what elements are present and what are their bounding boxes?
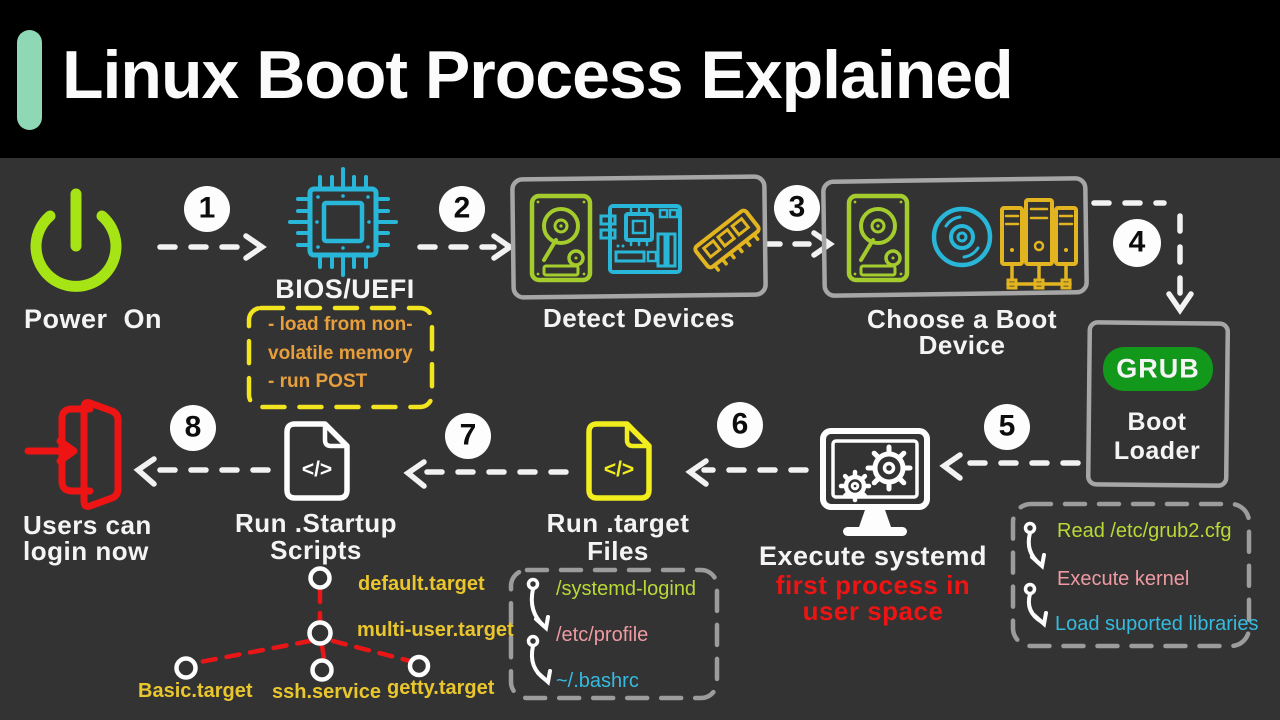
arrow-step-7	[403, 459, 569, 489]
grub-badge: GRUB	[1116, 353, 1200, 384]
step-4-number: 4	[1128, 225, 1146, 259]
step-7-circle	[445, 413, 491, 459]
arrow-step-4	[1091, 200, 1194, 315]
tree-label-ssh-service: ssh.service	[272, 681, 381, 703]
systemd-sub-label-1: first process in	[775, 570, 971, 600]
arrow-step-8	[133, 456, 271, 487]
step-3-number: 3	[788, 190, 806, 224]
run-target-label-1: Run .target	[546, 508, 690, 538]
tree-node	[310, 658, 334, 682]
step-5-circle	[984, 404, 1030, 450]
step-4-circle	[1113, 219, 1161, 267]
detect-devices-label: Detect Devices	[543, 303, 735, 333]
tree-node	[407, 654, 431, 678]
disc-icon	[931, 206, 993, 268]
tree-node	[307, 620, 333, 646]
login-label-2: login now	[23, 536, 149, 566]
step-5-number: 5	[998, 409, 1016, 443]
grub-badge-pill	[1103, 347, 1213, 391]
target-flow-arrows	[526, 577, 552, 686]
tree-label-basic-target: Basic.target	[138, 680, 253, 702]
target-files-box	[508, 567, 720, 701]
step-1-number: 1	[198, 191, 216, 225]
target-file-item: /systemd-logind	[556, 578, 697, 600]
grub-details-box	[1010, 501, 1252, 649]
step-3-circle	[774, 185, 820, 231]
arrow-step-5	[939, 452, 1081, 481]
bios-note-line: volatile memory	[268, 343, 413, 364]
systemd-sub-label-2: user space	[802, 596, 944, 626]
bios-note-box	[246, 305, 435, 410]
choose-boot-label-1: Choose a Boot	[867, 304, 1057, 334]
step-8-circle	[170, 405, 216, 451]
code-glyph: </>	[302, 458, 332, 481]
code-file-icon: </>	[586, 421, 652, 501]
tree-label-getty-target: getty.target	[387, 677, 495, 699]
target-file-item: /etc/profile	[556, 624, 649, 646]
tree-node	[174, 656, 198, 680]
step-6-circle	[717, 402, 763, 448]
step-2-number: 2	[453, 191, 471, 225]
cpu-chip-icon	[288, 167, 398, 277]
run-startup-label-2: Scripts	[270, 535, 362, 565]
grub-detail-item: Execute kernel	[1057, 568, 1190, 590]
monitor-gears-icon	[820, 428, 930, 536]
target-file-item: ~/.bashrc	[556, 670, 639, 692]
bios-note-line: - load from non-	[268, 314, 413, 335]
detect-devices-box	[510, 174, 768, 300]
tree-label-default-target: default.target	[358, 573, 485, 595]
choose-boot-label-2: Device	[918, 330, 1006, 360]
bios-note-line: - run POST	[268, 371, 368, 392]
code-file-icon: </>	[284, 421, 350, 501]
step-6-number: 6	[731, 407, 749, 441]
step-8-number: 8	[184, 410, 202, 444]
bios-uefi-label: BIOS/UEFI	[275, 274, 415, 304]
power-icon	[30, 188, 122, 292]
boot-loader-label-1: Boot	[1127, 408, 1187, 436]
step-7-number: 7	[459, 418, 477, 452]
power-on-label: Power On	[24, 304, 163, 334]
server-rack-icon	[1000, 198, 1078, 290]
step-1-circle	[184, 186, 230, 232]
hard-drive-icon	[849, 196, 907, 280]
code-glyph: </>	[604, 458, 634, 481]
run-target-label-2: Files	[587, 536, 649, 566]
startup-tree	[174, 566, 431, 682]
arrow-step-3	[763, 230, 835, 258]
arrow-step-6	[685, 458, 809, 487]
arrow-step-1	[157, 233, 267, 261]
ram-icon	[693, 208, 761, 272]
grub-detail-item: Load suported libraries	[1055, 613, 1259, 635]
tree-node	[308, 566, 332, 590]
grub-flow-arrows	[1023, 521, 1048, 628]
grub-box	[1085, 320, 1231, 488]
choose-boot-device-box	[821, 176, 1089, 298]
motherboard-icon	[599, 204, 682, 274]
arrow-step-2	[417, 233, 515, 261]
step-2-circle	[439, 186, 485, 232]
run-startup-label-1: Run .Startup	[235, 508, 397, 538]
accent-bar	[17, 30, 42, 130]
boot-loader-label-2: Loader	[1113, 437, 1201, 465]
grub-detail-item: Read /etc/grub2.cfg	[1057, 520, 1232, 542]
header: Linux Boot Process Explained	[0, 0, 1280, 158]
execute-systemd-label: Execute systemd	[758, 541, 988, 571]
hard-drive-icon	[532, 196, 590, 280]
login-door-icon	[24, 399, 122, 510]
page-title: Linux Boot Process Explained	[62, 37, 1014, 113]
tree-label-multi-user-target: multi-user.target	[357, 619, 514, 641]
login-label-1: Users can	[23, 510, 152, 540]
